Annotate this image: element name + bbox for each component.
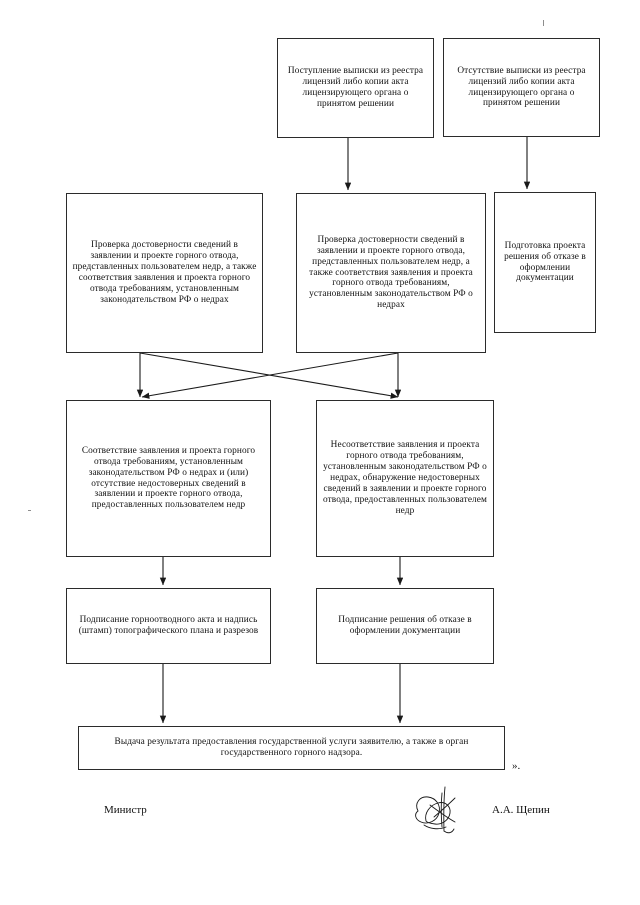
scan-speck	[543, 20, 544, 26]
node-sign-refusal: Подписание решения об отказе в оформлени…	[316, 588, 494, 664]
node-sign-act-label: Подписание горноотводного акта и надпись…	[78, 615, 259, 636]
signature-row: Министр А.А. Щепин	[0, 786, 640, 845]
node-noncompliance-label: Несоответствие заявления и проекта горно…	[322, 440, 487, 516]
scan-speck	[28, 510, 31, 511]
connector-verify-right-to-compliance	[141, 352, 399, 399]
node-compliance: Соответствие заявления и проекта горного…	[66, 400, 271, 557]
node-verify-left: Проверка достоверности сведений в заявле…	[66, 193, 263, 353]
node-absent-extract-label: Отсутствие выписки из реестра лицензий л…	[457, 65, 586, 109]
signatory-name: А.А. Щепин	[492, 804, 550, 816]
node-verify-right: Проверка достоверности сведений в заявле…	[296, 193, 486, 353]
node-absent-extract: Отсутствие выписки из реестра лицензий л…	[443, 38, 600, 137]
node-issue-result: Выдача результата предоставления государ…	[78, 726, 505, 770]
node-issue-result-label: Выдача результата предоставления государ…	[114, 737, 469, 758]
signatory-position-label: Министр	[104, 804, 147, 816]
node-compliance-label: Соответствие заявления и проекта горного…	[81, 445, 256, 511]
node-prepare-refusal-label: Подготовка проекта решения об отказе в о…	[504, 240, 586, 284]
node-sign-act: Подписание горноотводного акта и надпись…	[66, 588, 271, 664]
node-noncompliance: Несоответствие заявления и проекта горно…	[316, 400, 494, 557]
node-incoming-extract: Поступление выписки из реестра лицензий …	[277, 38, 434, 138]
node-verify-left-label: Проверка достоверности сведений в заявле…	[72, 240, 257, 305]
node-verify-right-label: Проверка достоверности сведений в заявле…	[309, 234, 473, 311]
node-sign-refusal-label: Подписание решения об отказе в оформлени…	[338, 615, 472, 636]
handwritten-signature-icon	[415, 786, 456, 834]
connector-verify-left-to-noncompliance	[139, 352, 399, 399]
node-prepare-refusal: Подготовка проекта решения об отказе в о…	[494, 192, 596, 333]
node-incoming-extract-label: Поступление выписки из реестра лицензий …	[287, 66, 424, 109]
closing-quote-mark: ».	[512, 760, 521, 772]
